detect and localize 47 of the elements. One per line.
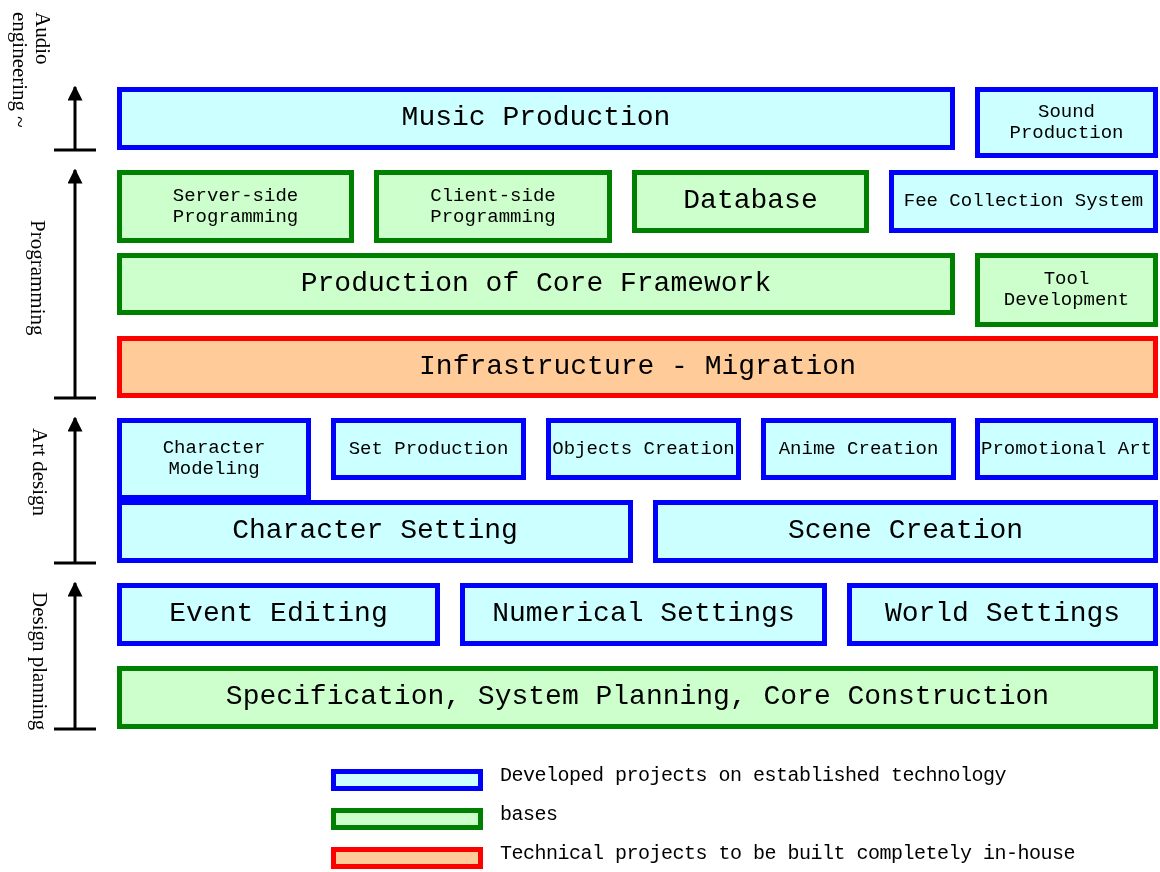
project-box <box>632 170 869 233</box>
box-label: Server-side Programming <box>171 185 300 228</box>
box-label: Objects Creation <box>552 438 735 460</box>
box-label: Character Setting <box>232 516 518 547</box>
project-box <box>117 583 440 646</box>
box-label: Set Production <box>348 438 509 460</box>
project-box <box>975 253 1158 327</box>
project-box <box>117 500 633 563</box>
box-label: Music Production <box>401 103 671 134</box>
project-box <box>653 500 1158 563</box>
layer-label: Art design <box>28 428 52 519</box>
box-label: Anime Creation <box>778 438 939 460</box>
project-box <box>889 170 1158 233</box>
box-label: World Settings <box>884 599 1121 630</box>
project-box <box>117 87 955 150</box>
layer-label: Audio engineering ~ <box>8 12 55 130</box>
box-label: Event Editing <box>169 599 388 630</box>
infrastructure-bar <box>117 336 1158 398</box>
project-box <box>117 170 354 243</box>
box-label: Specification, System Planning, Core Construction <box>225 682 1050 713</box>
legend-text: bases <box>500 803 558 826</box>
box-label: Promotional Art <box>981 438 1152 460</box>
box-label: Production of Core Framework <box>300 268 772 300</box>
box-label: Database <box>683 186 818 217</box>
project-box <box>374 170 612 243</box>
project-box <box>546 418 741 480</box>
box-label: Tool Development <box>1002 269 1131 311</box>
project-box <box>117 418 311 500</box>
project-box <box>975 87 1158 158</box>
legend-text: Developed projects on established technology <box>500 764 1007 787</box>
box-label: Fee Collection System <box>903 191 1144 212</box>
box-label: Client-side Programming <box>429 185 557 228</box>
project-box <box>331 418 526 480</box>
box-label: Numerical Settings <box>492 599 795 630</box>
box-label: Infrastructure - Migration <box>419 351 856 383</box>
project-box <box>975 418 1158 480</box>
box-label: Scene Creation <box>787 516 1024 547</box>
layer-label: Programming <box>26 220 50 338</box>
box-label: Sound Production <box>1008 101 1125 144</box>
legend-text: Technical projects to be built completely in-house <box>500 842 1076 865</box>
box-label: Character Modeling <box>161 438 267 480</box>
layer-label: Design planning <box>28 592 52 733</box>
project-box <box>847 583 1158 646</box>
project-box <box>117 666 1158 729</box>
project-box <box>460 583 827 646</box>
project-box <box>761 418 956 480</box>
project-box <box>117 253 955 315</box>
